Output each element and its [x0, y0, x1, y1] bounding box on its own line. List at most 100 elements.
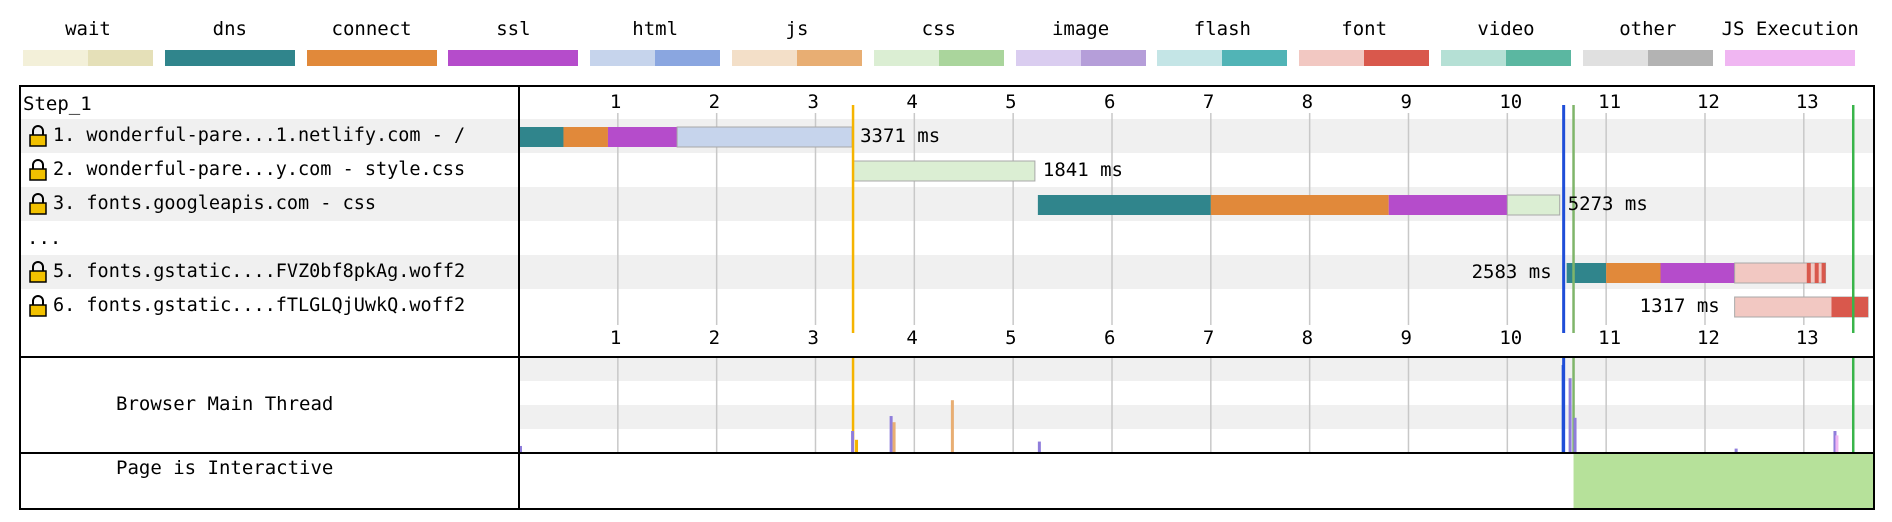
legend-label: html	[632, 18, 679, 40]
legend-swatch	[1157, 50, 1288, 66]
thread-stripe	[519, 357, 1873, 381]
tick-label-bottom: 6	[1103, 327, 1116, 349]
tick-label-top: 8	[1301, 91, 1314, 113]
legend-item-wait: wait	[20, 16, 156, 66]
tick-label-bottom: 5	[1005, 327, 1017, 349]
legend-swatch-dark	[1080, 50, 1146, 66]
lock-icon	[29, 295, 47, 317]
thread-activity	[1037, 441, 1041, 453]
tick-label-bottom: 2	[708, 327, 721, 349]
phase-bar-css	[1506, 194, 1561, 216]
legend-item-other: other	[1580, 16, 1716, 66]
tick-label-top: 2	[708, 91, 721, 113]
phase-bar-font	[1734, 262, 1827, 284]
tick-label-top: 13	[1795, 91, 1819, 113]
chunk-mark-font	[1806, 263, 1811, 283]
legend-swatch-light	[1015, 50, 1081, 66]
thread-activity	[1573, 417, 1577, 453]
tick-label-bottom: 3	[807, 327, 819, 349]
tick-label-top: 11	[1598, 91, 1622, 113]
legend-label: ssl	[496, 18, 531, 40]
legend-swatch-light	[1441, 50, 1506, 66]
legend-swatch	[1299, 50, 1430, 66]
request-label: 2. wonderful-pare...y.com - style.css	[53, 159, 466, 180]
request-label: 5. fonts.gstatic....FVZ0bf8pkAg.woff2	[53, 261, 466, 282]
thread-activity	[1734, 448, 1738, 453]
legend-label: image	[1051, 18, 1110, 40]
legend-swatch-light	[1157, 50, 1223, 66]
legend-swatch	[448, 50, 579, 66]
phase-bar-connect	[1210, 195, 1389, 215]
waterfall-svg	[19, 85, 1875, 510]
row-stripe	[19, 119, 1875, 153]
phase-bar-font-recv	[1833, 297, 1869, 317]
tick-label-bottom: 9	[1400, 327, 1412, 349]
tick-label-top: 4	[906, 91, 918, 113]
tick-label-bottom: 13	[1795, 327, 1819, 349]
legend-swatch-dark	[1506, 50, 1571, 66]
chart-frame	[19, 85, 1875, 510]
legend-label: flash	[1193, 18, 1251, 40]
legend-swatch	[873, 50, 1004, 66]
legend-swatch-dark	[655, 50, 721, 66]
request-duration: 1841 ms	[1042, 159, 1123, 181]
tick-label-top: 7	[1202, 91, 1215, 113]
row-stripe	[19, 255, 1875, 289]
tick-label-top: 12	[1696, 91, 1720, 113]
interactive-label: Page is Interactive	[116, 457, 334, 479]
legend-item-video: video	[1438, 16, 1574, 66]
request-duration: 5273 ms	[1567, 193, 1648, 215]
thread-activity	[892, 422, 896, 453]
legend-swatch-light	[164, 50, 230, 66]
lock-icon	[29, 193, 47, 215]
phase-bar-css	[852, 160, 1036, 182]
thread-activity	[889, 416, 893, 453]
legend-label: wait	[65, 18, 111, 40]
legend-item-js: js	[729, 16, 865, 66]
legend-swatch	[1582, 50, 1713, 66]
legend-swatch-light	[1299, 50, 1365, 66]
legend-swatch-light	[1724, 50, 1790, 66]
tick-label-bottom: 8	[1301, 327, 1314, 349]
legend-item-js-execution: JS Execution	[1722, 16, 1859, 66]
tick-label-bottom: 4	[906, 327, 918, 349]
legend-label: css	[921, 18, 956, 40]
legend-swatch-dark	[1647, 50, 1713, 66]
legend-swatch	[306, 50, 437, 66]
thread-activity	[950, 400, 954, 453]
tick-label-top: 6	[1103, 91, 1116, 113]
legend-swatch-dark	[938, 50, 1004, 66]
thread-activity	[1561, 365, 1565, 453]
request-ellipsis: ...	[27, 227, 62, 249]
chunk-mark-font	[1814, 263, 1819, 283]
tick-label-top: 1	[609, 91, 622, 113]
tick-label-bottom: 12	[1696, 327, 1720, 349]
legend-item-html: html	[587, 16, 723, 66]
phase-bar-connect	[1606, 263, 1661, 283]
legend-item-image: image	[1013, 16, 1149, 66]
request-label: 6. fonts.gstatic....fTLGLQjUwkQ.woff2	[53, 295, 466, 316]
legend-label: other	[1619, 18, 1677, 40]
step-label: Step_1	[23, 93, 92, 115]
legend-swatch-dark	[371, 50, 437, 66]
tick-label-top: 3	[807, 91, 819, 113]
legend-item-font: font	[1296, 16, 1432, 66]
legend-label: connect	[331, 18, 412, 40]
legend-swatch-light	[1582, 50, 1648, 66]
legend-label: dns	[212, 18, 247, 40]
phase-bar-ssl	[1660, 263, 1735, 283]
thread-activity	[1568, 378, 1572, 453]
legend-swatch-dark	[229, 50, 295, 66]
legend-swatch-light	[590, 50, 656, 66]
legend-swatch	[1724, 50, 1855, 66]
lock-icon	[29, 159, 47, 181]
request-duration: 1317 ms	[1639, 295, 1720, 317]
phase-bar-dns	[1037, 195, 1211, 215]
legend-swatch	[23, 50, 153, 66]
legend-item-css: css	[871, 16, 1007, 66]
legend-label: js	[785, 18, 809, 40]
legend-swatch-light	[873, 50, 939, 66]
legend-swatch	[732, 50, 862, 66]
request-duration: 2583 ms	[1471, 261, 1552, 283]
